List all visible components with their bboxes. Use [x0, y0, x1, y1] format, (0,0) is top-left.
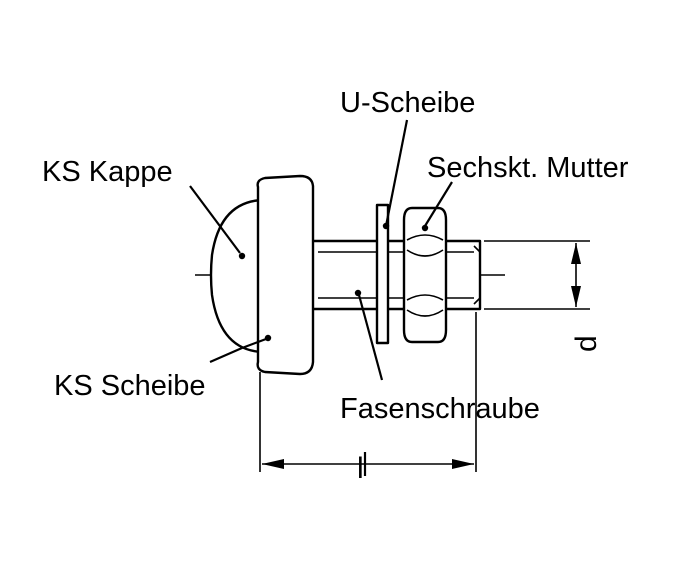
- leader-ks-scheibe: [209, 334, 272, 364]
- leader-sechskt-mutter: [421, 181, 453, 232]
- leader-fasenschraube: [354, 289, 384, 381]
- label-ks-scheibe: KS Scheibe: [54, 370, 206, 402]
- label-fasenschraube: Fasenschraube: [340, 393, 540, 425]
- leader-u-scheibe: [382, 119, 409, 230]
- dimension-length: [259, 312, 477, 476]
- dimension-label-l: l: [357, 452, 364, 485]
- leader-ks-kappe: [189, 185, 246, 260]
- screw-shaft: [308, 239, 482, 311]
- label-u-scheibe: U-Scheibe: [340, 87, 475, 119]
- label-ks-kappe: KS Kappe: [42, 156, 173, 188]
- label-sechskt-mutter: Sechskt. Mutter: [427, 152, 629, 184]
- dimension-diameter: [484, 240, 590, 310]
- ks-kappe-part: [209, 198, 264, 354]
- sechskt-mutter-part: [402, 206, 448, 344]
- ks-scheibe-part: [256, 174, 315, 376]
- dimension-label-d: d: [570, 335, 603, 352]
- u-scheibe-part: [375, 203, 390, 345]
